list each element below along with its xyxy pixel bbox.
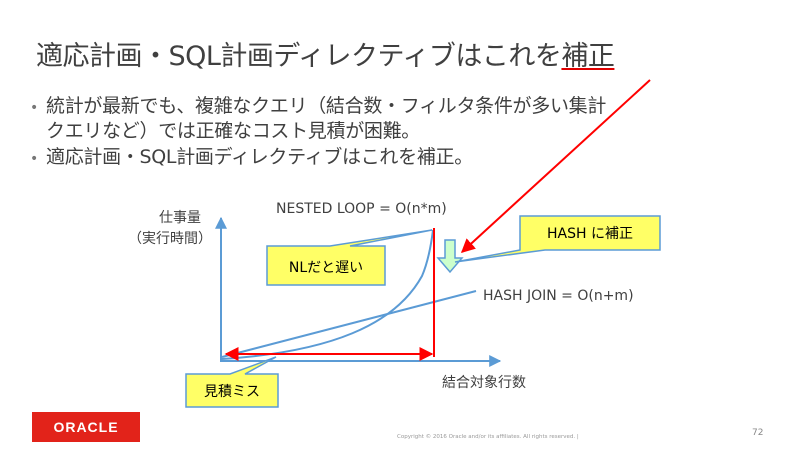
- correction-down-arrow: [436, 239, 464, 274]
- callout-misestimate-text: 見積ミス: [204, 384, 260, 400]
- bullet-text: 統計が最新でも、複雑なクエリ（結合数・フィルタ条件が多い集計: [46, 95, 607, 117]
- bullet-dot: •: [30, 151, 38, 167]
- pointer-arrow: [460, 79, 651, 253]
- y-axis-label-sub: （実行時間）: [128, 231, 212, 247]
- callout-nl: [266, 229, 433, 286]
- bullet-1-continued: クエリなど）では正確なコスト見積が困難。: [46, 120, 421, 142]
- x-axis-label: 結合対象行数: [442, 375, 526, 391]
- title-emphasis: 補正: [561, 41, 615, 72]
- y-axis-label: 仕事量: [159, 210, 201, 226]
- bullet-text: 適応計画・SQL計画ディレクティブはこれを補正。: [46, 146, 473, 168]
- hash-join-label: HASH JOIN = O(n+m): [483, 288, 634, 304]
- oracle-logo: ORACLE: [32, 412, 140, 442]
- callout-misestimate: [185, 356, 279, 408]
- bullet-1: • 統計が最新でも、複雑なクエリ（結合数・フィルタ条件が多い集計: [30, 94, 606, 121]
- title-text: 適応計画・SQL計画ディレクティブはこれを: [36, 41, 562, 72]
- page-number: 72: [752, 428, 764, 438]
- callout-hash: [454, 215, 661, 263]
- copyright: Copyright © 2016 Oracle and/or its affil…: [397, 434, 579, 440]
- hash-join-line: [221, 290, 477, 358]
- slide-title: 適応計画・SQL計画ディレクティブはこれを補正: [36, 34, 615, 73]
- bullet-2: • 適応計画・SQL計画ディレクティブはこれを補正。: [30, 145, 473, 172]
- bullet-dot: •: [30, 100, 38, 116]
- callout-hash-text: HASH に補正: [547, 226, 633, 242]
- callout-nl-text: NLだと遅い: [289, 260, 363, 276]
- nested-loop-label: NESTED LOOP = O(n*m): [276, 201, 447, 217]
